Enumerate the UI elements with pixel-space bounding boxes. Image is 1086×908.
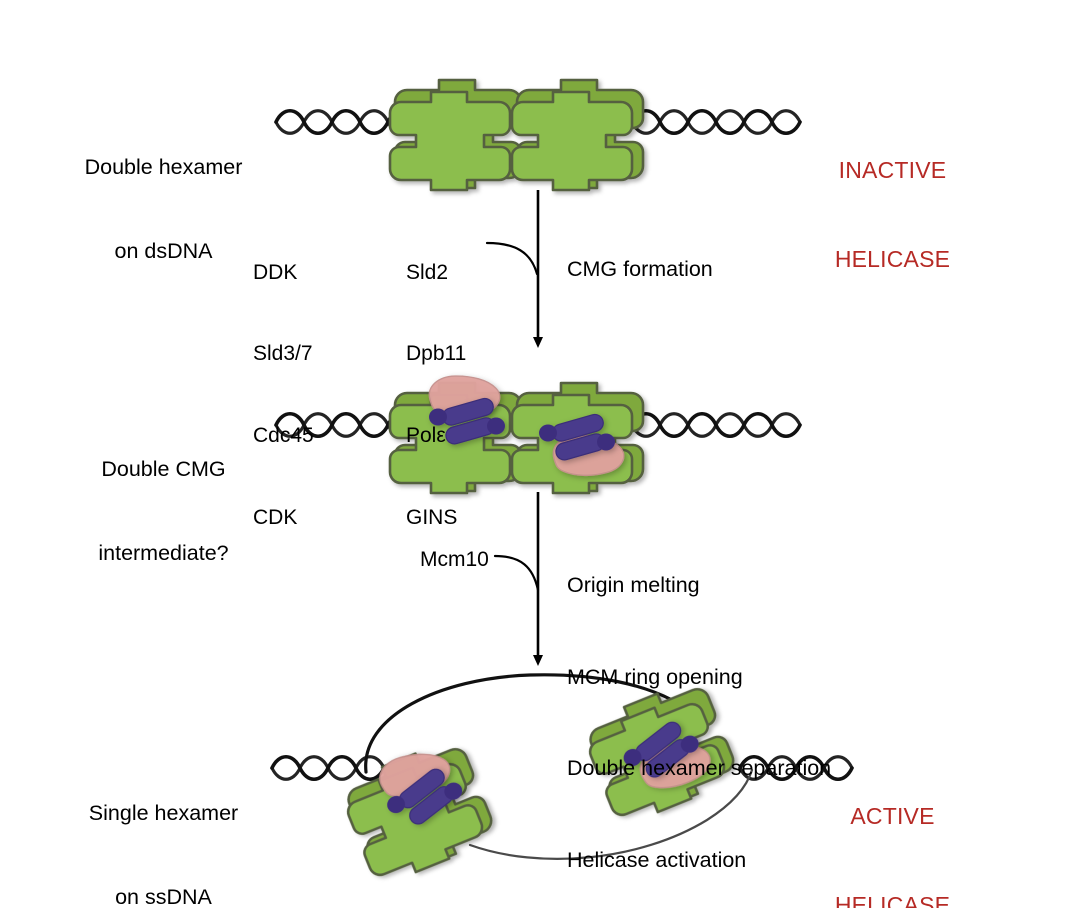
stage-label-line2: on dsDNA (114, 238, 213, 263)
row3-ssdna-upper-strand (364, 673, 674, 774)
row2-dsdna-right (630, 411, 802, 439)
state-label-line2: HELICASE (834, 892, 951, 908)
stage-label-line2: intermediate? (98, 540, 229, 565)
state-label-active-helicase: ACTIVE HELICASE (800, 742, 985, 908)
stage-label-line1: Double CMG (101, 456, 226, 481)
event-double-hexamer-separation: Double hexamer separation (567, 756, 832, 781)
state-label-line1: INACTIVE (838, 156, 947, 183)
row1-mcm-double-hexamer (388, 78, 645, 192)
row2-graphics (274, 369, 802, 495)
factor-sld2: Sld2 (406, 260, 449, 284)
row3-graphics (270, 673, 854, 889)
activation-factor-mcm10: Mcm10 (420, 548, 489, 571)
event-origin-melting: Origin melting (567, 573, 700, 598)
transition1-graphics (485, 190, 543, 348)
state-label-line2: HELICASE (834, 246, 951, 273)
stage-label-line1: Single hexamer (88, 800, 239, 825)
stage-label-double-hexamer: Double hexamer on dsDNA (56, 98, 271, 322)
transition-label-cmg-formation: CMG formation (567, 257, 713, 281)
cmg-factors-column-1: DDK Sld3/7 Cdc45 CDK (253, 204, 314, 586)
factor-gins: GINS (406, 506, 458, 530)
factor-dpb11: Dpb11 (406, 342, 467, 366)
factor-cdc45: Cdc45 (253, 424, 314, 448)
row1-dsdna-right (630, 108, 802, 136)
factor-ddk: DDK (253, 260, 298, 284)
event-helicase-activation: Helicase activation (567, 847, 747, 872)
row3-ssdna-lower-strand (468, 768, 754, 860)
factor-cdk: CDK (253, 506, 298, 530)
row1-graphics (274, 78, 802, 192)
stage-label-line1: Double hexamer (84, 154, 243, 179)
transition2-graphics (493, 492, 543, 666)
factor-sld3-7: Sld3/7 (253, 342, 313, 366)
event-mcm-ring-opening: MCM ring opening (567, 664, 743, 689)
state-label-line1: ACTIVE (850, 802, 935, 829)
row3-left-hexamer (335, 735, 501, 889)
stage-label-double-cmg: Double CMG intermediate? (56, 400, 271, 624)
state-label-inactive-helicase: INACTIVE HELICASE (800, 96, 985, 335)
stage-label-single-hexamer: Single hexamer on ssDNA (56, 744, 271, 908)
factor-pol-epsilon: Polε (406, 424, 446, 448)
cmg-factors-column-2: Sld2 Dpb11 Polε GINS (406, 204, 466, 586)
activation-event-list: Origin melting MCM ring opening Double h… (567, 509, 831, 908)
stage-label-line2: on ssDNA (115, 884, 212, 908)
